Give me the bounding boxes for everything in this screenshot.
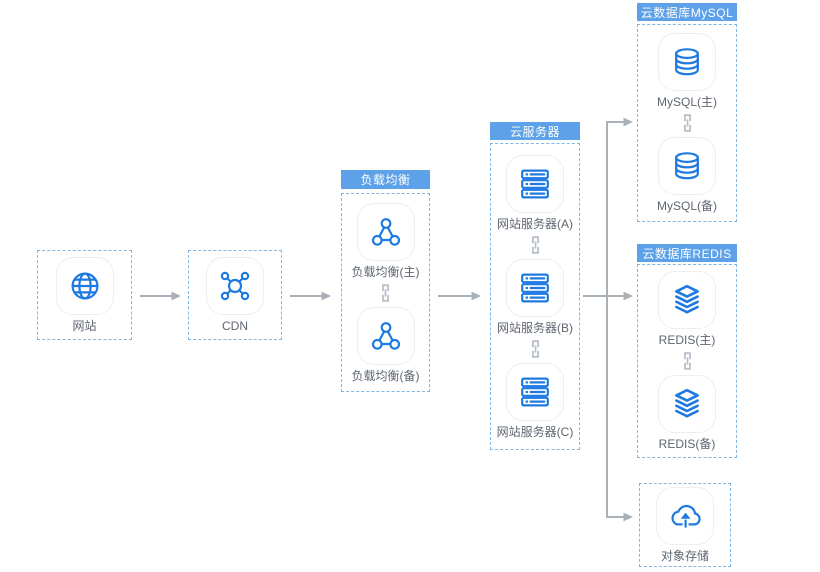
group-slb: 负载均衡(主) 负载均衡(备) <box>341 193 430 392</box>
redis-master-label: REDIS(主) <box>658 333 716 347</box>
cdn-label: CDN <box>222 319 248 333</box>
redis-backup-tile <box>658 375 716 433</box>
server-c-label: 网站服务器(C) <box>496 424 574 439</box>
oss-label: 对象存储 <box>660 549 709 563</box>
server-stack-icon <box>521 272 549 302</box>
server-a-label: 网站服务器(A) <box>497 216 573 231</box>
chain-link-icon <box>531 235 539 254</box>
node-mysql-master: MySQL(主) <box>657 33 717 109</box>
group-redis: REDIS(主) REDIS(备) <box>637 264 737 458</box>
cloud-upload-icon <box>671 504 701 528</box>
group-ecs: 网站服务器(A) 网站服务器(B) <box>490 143 580 450</box>
redis-master-tile <box>658 271 716 329</box>
slb-backup-tile <box>356 306 415 365</box>
redis-group-header: 云数据库REDIS <box>637 244 737 262</box>
slb-master-tile <box>356 202 415 261</box>
node-cdn: CDN <box>206 257 264 333</box>
database-cylinder-icon <box>675 48 699 76</box>
group-website: 网站 <box>37 250 132 340</box>
server-stack-icon <box>521 168 549 198</box>
load-balancer-triangle-icon <box>371 217 400 246</box>
ecs-group-header: 云服务器 <box>490 122 580 140</box>
network-hub-icon <box>220 271 250 301</box>
mysql-backup-label: MySQL(备) <box>656 199 717 213</box>
server-a-tile <box>506 154 564 213</box>
node-oss: 对象存储 <box>656 487 714 563</box>
chain-link-icon <box>683 114 691 132</box>
node-server-b: 网站服务器(B) <box>497 258 573 335</box>
slb-backup-label: 负载均衡(备) <box>351 368 420 383</box>
node-slb-backup: 负载均衡(备) <box>351 306 420 383</box>
mysql-master-tile <box>657 33 716 91</box>
server-stack-icon <box>521 376 549 406</box>
website-label: 网站 <box>72 319 97 333</box>
node-server-c: 网站服务器(C) <box>496 362 574 439</box>
database-cylinder-icon <box>675 152 699 180</box>
group-mysql: MySQL(主) MySQL(备) <box>637 24 737 222</box>
node-slb-master: 负载均衡(主) <box>351 202 420 279</box>
redis-backup-label: REDIS(备) <box>658 437 716 451</box>
group-oss: 对象存储 <box>639 483 731 567</box>
website-tile <box>55 257 114 315</box>
slb-master-label: 负载均衡(主) <box>351 264 420 279</box>
chain-link-icon <box>683 352 691 370</box>
oss-tile <box>656 487 714 545</box>
chain-link-icon <box>382 283 389 302</box>
node-redis-backup: REDIS(备) <box>658 375 716 451</box>
server-b-tile <box>506 258 564 317</box>
node-server-a: 网站服务器(A) <box>497 154 573 231</box>
globe-icon <box>71 272 98 300</box>
layers-stack-icon <box>675 388 699 418</box>
mysql-master-label: MySQL(主) <box>656 95 717 109</box>
node-mysql-backup: MySQL(备) <box>657 137 717 213</box>
load-balancer-triangle-icon <box>371 321 400 350</box>
server-b-label: 网站服务器(B) <box>497 320 573 335</box>
node-redis-master: REDIS(主) <box>658 271 716 347</box>
slb-group-header: 负载均衡 <box>341 170 430 189</box>
chain-link-icon <box>531 339 539 358</box>
mysql-backup-tile <box>657 137 716 195</box>
layers-stack-icon <box>675 284 699 314</box>
node-website: 网站 <box>55 257 114 333</box>
group-cdn: CDN <box>188 250 282 340</box>
server-c-tile <box>505 362 564 421</box>
mysql-group-header: 云数据库MySQL <box>637 3 737 21</box>
cdn-tile <box>206 257 264 315</box>
